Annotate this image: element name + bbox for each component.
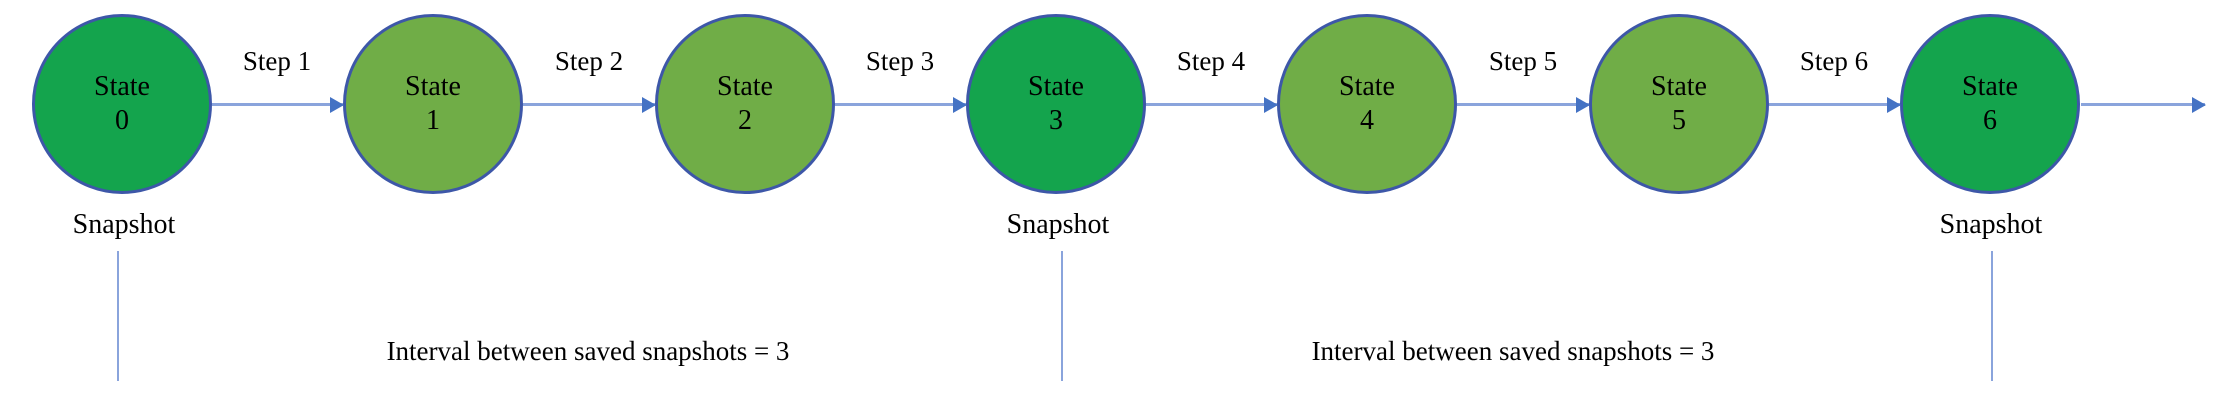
state-circle-1: State 1: [343, 14, 523, 194]
snapshot-label-state-0: Snapshot: [72, 209, 176, 240]
state-circle-6: State 6: [1900, 14, 2080, 194]
arrow-connector-step-4: [1146, 96, 1278, 113]
step-label-5: Step 5: [1488, 46, 1558, 76]
arrowhead-icon: [330, 96, 344, 113]
state-number: 3: [1049, 105, 1063, 136]
state-circle-2: State 2: [655, 14, 835, 194]
state-circle-0: State 0: [32, 14, 212, 194]
snapshot-label-state-6: Snapshot: [1939, 209, 2043, 240]
snapshot-marker-line-0: [117, 251, 119, 381]
arrow-connector-step-6: [1769, 96, 1901, 113]
state-title: State: [405, 71, 461, 102]
arrow-connector-step-5: [1457, 96, 1590, 113]
arrow-connector-step-1: [212, 96, 344, 113]
step-label-3: Step 3: [865, 46, 935, 76]
state-circle-4: State 4: [1277, 14, 1457, 194]
state-title: State: [1651, 71, 1707, 102]
snapshot-marker-line-6: [1991, 251, 1993, 381]
arrowhead-icon: [953, 96, 967, 113]
arrowhead-icon: [1887, 96, 1901, 113]
snapshot-label-state-3: Snapshot: [1006, 209, 1110, 240]
arrowhead-icon: [1576, 96, 1590, 113]
interval-label-2: Interval between saved snapshots = 3: [1311, 336, 1715, 366]
state-title: State: [1962, 71, 2018, 102]
state-circle-3: State 3: [966, 14, 1146, 194]
state-circle-5: State 5: [1589, 14, 1769, 194]
step-label-4: Step 4: [1176, 46, 1246, 76]
interval-label-1: Interval between saved snapshots = 3: [386, 336, 790, 366]
state-title: State: [1339, 71, 1395, 102]
state-number: 5: [1672, 105, 1686, 136]
arrow-connector-step-3: [835, 96, 967, 113]
arrowhead-icon: [2192, 96, 2206, 113]
state-number: 2: [738, 105, 752, 136]
step-label-2: Step 2: [554, 46, 624, 76]
step-label-6: Step 6: [1799, 46, 1869, 76]
state-title: State: [94, 71, 150, 102]
arrowhead-icon: [1264, 96, 1278, 113]
state-title: State: [717, 71, 773, 102]
state-number: 1: [426, 105, 440, 136]
state-number: 4: [1360, 105, 1374, 136]
state-title: State: [1028, 71, 1084, 102]
snapshot-marker-line-3: [1061, 251, 1063, 381]
arrow-connector-trailing: [2081, 96, 2206, 113]
state-number: 6: [1983, 105, 1997, 136]
state-number: 0: [115, 105, 129, 136]
step-label-1: Step 1: [242, 46, 312, 76]
arrow-connector-step-2: [523, 96, 656, 113]
arrowhead-icon: [642, 96, 656, 113]
